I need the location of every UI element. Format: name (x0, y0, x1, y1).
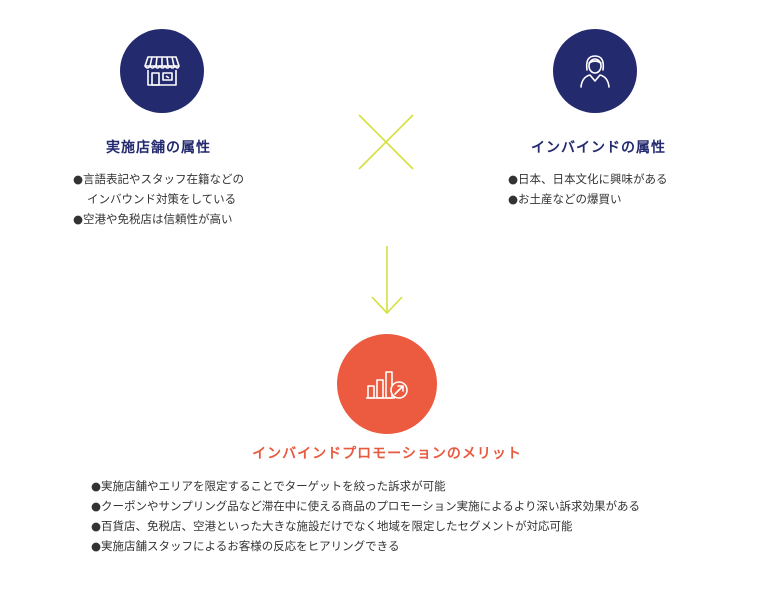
list-item: ●クーポンやサンプリング品など滞在中に使える商品のプロモーション実施によるより深… (91, 499, 641, 513)
list-item-line: ●お土産などの爆買い (508, 192, 622, 206)
list-item-line: インバウンド対策をしている (87, 192, 237, 206)
list-item-line: ●日本、日本文化に興味がある (508, 172, 668, 186)
cross-icon (358, 114, 414, 170)
list-item: ●実施店舗スタッフによるお客様の反応をヒアリングできる (91, 539, 400, 553)
list-item-line: ●空港や免税店は信頼性が高い (73, 212, 233, 226)
person-icon (580, 55, 610, 88)
list-item: ●日本、日本文化に興味がある (508, 169, 668, 189)
inbound-attributes-list: ●日本、日本文化に興味がある ●お土産などの爆買い (508, 169, 668, 209)
list-item: ●百貨店、免税店、空港といった大きな施設だけでなく地域を限定したセグメントが対応… (91, 519, 573, 533)
list-item: ●言語表記やスタッフ在籍などの インバウンド対策をしている (73, 169, 244, 209)
store-circle (120, 29, 204, 113)
store-icon (144, 56, 180, 86)
person-circle (553, 29, 637, 113)
list-item: ●お土産などの爆買い (508, 189, 668, 209)
inbound-attributes-heading: インバインドの属性 (531, 140, 666, 156)
promotion-merits-list: ●実施店舗やエリアを限定することでターゲットを絞った訴求が可能 ●クーポンやサン… (91, 476, 640, 556)
store-attributes-list: ●言語表記やスタッフ在籍などの インバウンド対策をしている ●空港や免税店は信頼… (73, 169, 244, 229)
store-attributes-heading: 実施店舗の属性 (106, 140, 211, 156)
arrow-down-icon (371, 246, 403, 315)
list-item: ●空港や免税店は信頼性が高い (73, 209, 244, 229)
list-item: ●実施店舗やエリアを限定することでターゲットを絞った訴求が可能 (91, 479, 446, 493)
promotion-merits-heading: インバインドプロモーションのメリット (252, 446, 522, 462)
growth-chart-icon (366, 371, 408, 399)
growth-chart-circle (337, 334, 437, 434)
list-item-line: ●言語表記やスタッフ在籍などの (73, 172, 245, 186)
